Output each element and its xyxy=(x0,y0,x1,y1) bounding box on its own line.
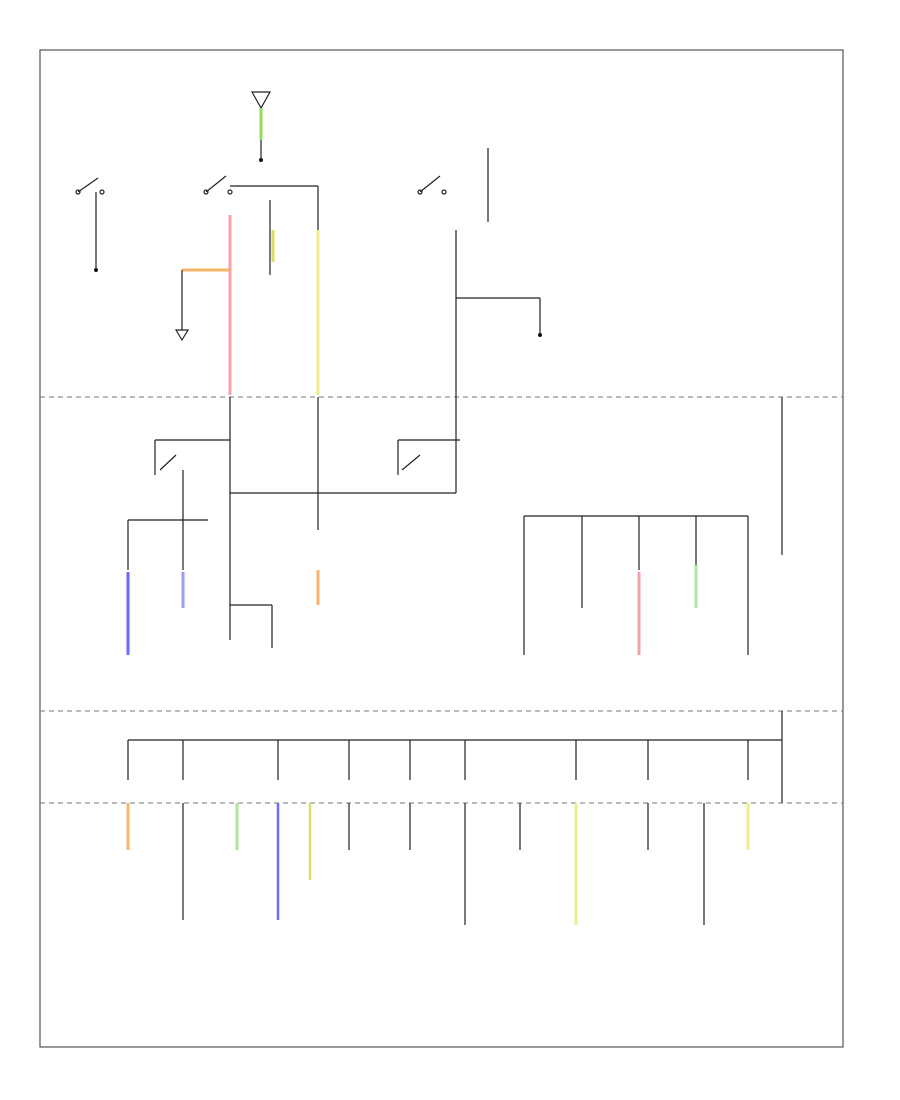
ground-symbol xyxy=(174,329,190,342)
switch-contact xyxy=(75,189,81,195)
splice-dot xyxy=(259,158,263,162)
switch-contact xyxy=(99,189,105,195)
switch-contact xyxy=(441,189,447,195)
connector-dot xyxy=(94,268,98,272)
relay-symbol xyxy=(154,439,230,475)
switch-symbol xyxy=(77,177,99,193)
relay-symbol xyxy=(397,439,460,475)
ignition-switch-group xyxy=(174,175,320,395)
right-switch-group xyxy=(417,148,542,397)
switch-contact xyxy=(203,189,209,195)
diagram-frame xyxy=(39,49,844,1048)
switch-symbol xyxy=(205,175,227,193)
middle-bus xyxy=(126,397,783,655)
lower-bus xyxy=(126,711,783,925)
left-switch-group xyxy=(75,177,105,272)
fuse-markers xyxy=(127,740,749,780)
switch-contact xyxy=(227,189,233,195)
switch-contact xyxy=(417,189,423,195)
battery-feed xyxy=(250,91,272,162)
switch-symbol xyxy=(419,175,441,193)
battery-symbol xyxy=(250,91,272,110)
connector-dot xyxy=(538,333,542,337)
